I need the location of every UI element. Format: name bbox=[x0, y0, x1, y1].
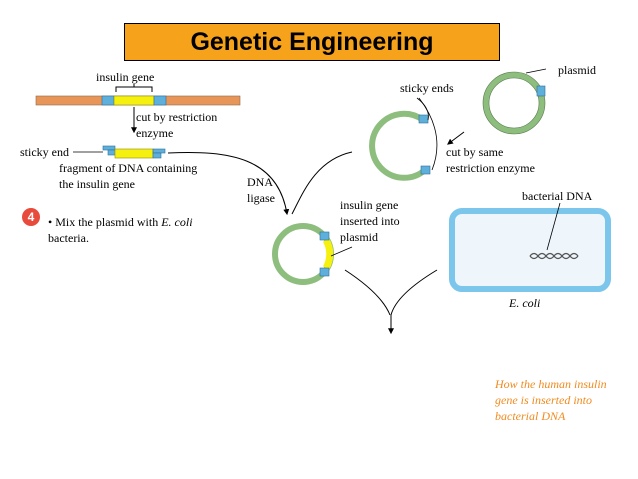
label-dna-ligase-1: DNA bbox=[247, 175, 273, 189]
caption-line1: How the human insulin bbox=[495, 377, 607, 391]
page-title: Genetic Engineering bbox=[124, 23, 500, 61]
plasmid-cut bbox=[369, 110, 431, 181]
step-number-badge: 4 bbox=[22, 208, 40, 226]
label-sticky-end: sticky end bbox=[20, 145, 69, 159]
plasmid-recombinant bbox=[272, 223, 334, 285]
label-cut-same-2: restriction enzyme bbox=[446, 161, 535, 175]
label-plasmid: plasmid bbox=[558, 63, 596, 77]
step-text-line2: bacteria. bbox=[48, 231, 89, 245]
label-ecoli: E. coli bbox=[509, 296, 541, 310]
dna-strand bbox=[35, 95, 241, 106]
label-insulin-gene: insulin gene bbox=[96, 70, 155, 84]
label-sticky-ends: sticky ends bbox=[400, 81, 454, 95]
step-text-pre: • Mix the plasmid with bbox=[48, 215, 162, 229]
label-cut-restriction-2: enzyme bbox=[136, 126, 174, 140]
step-text-italic: E. coli bbox=[161, 215, 193, 229]
caption-line3: bacterial DNA bbox=[495, 409, 566, 423]
ecoli-cell bbox=[449, 208, 611, 292]
plasmid-intact bbox=[482, 71, 546, 135]
label-bacterial-dna: bacterial DNA bbox=[522, 189, 593, 203]
dna-fragment bbox=[102, 145, 166, 159]
label-dna-ligase-2: ligase bbox=[247, 191, 275, 205]
label-fragment-1: fragment of DNA containing bbox=[59, 161, 198, 175]
label-cut-same-1: cut by same bbox=[446, 145, 504, 159]
label-inserted-3: plasmid bbox=[340, 230, 378, 244]
label-inserted-2: inserted into bbox=[340, 214, 400, 228]
caption-line2: gene is inserted into bbox=[495, 393, 592, 407]
label-cut-restriction-1: cut by restriction bbox=[136, 110, 218, 124]
label-inserted-1: insulin gene bbox=[340, 198, 399, 212]
label-fragment-2: the insulin gene bbox=[59, 177, 135, 191]
step-text-line1: • Mix the plasmid with E. coli bbox=[48, 214, 193, 230]
